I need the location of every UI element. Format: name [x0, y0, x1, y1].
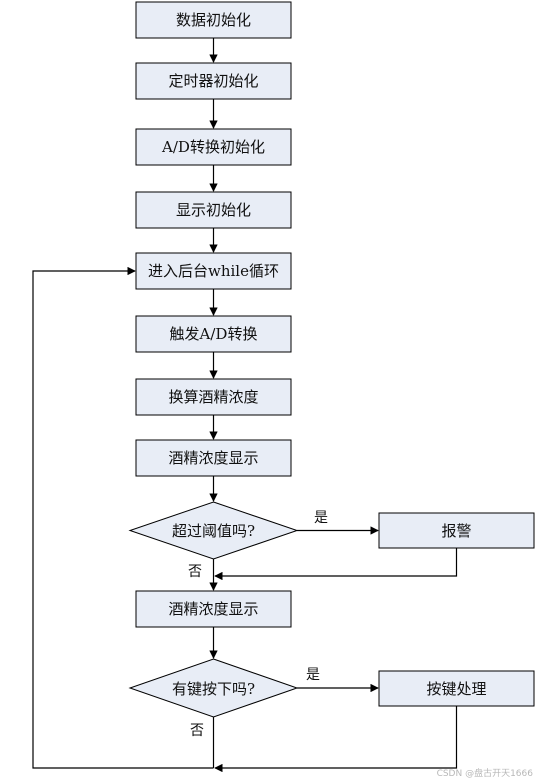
node-label: 换算酒精浓度 — [168, 388, 258, 406]
node-trigger-ad: 触发A/D转换 — [135, 315, 292, 353]
node-label: 报警 — [441, 522, 471, 540]
node-label: 超过阈值吗? — [172, 522, 255, 540]
node-label: A/D转换初始化 — [161, 138, 265, 156]
edge-label-key-yes: 是 — [306, 667, 320, 683]
node-convert: 换算酒精浓度 — [135, 378, 292, 416]
node-label: 按键处理 — [426, 680, 486, 698]
node-init-data: 数据初始化 — [135, 1, 292, 39]
node-init-display: 显示初始化 — [135, 191, 292, 229]
node-init-timer: 定时器初始化 — [135, 62, 292, 100]
node-show2: 酒精浓度显示 — [135, 590, 292, 628]
node-label: 数据初始化 — [176, 11, 251, 29]
edge-label-key-no: 否 — [190, 723, 204, 739]
node-label: 显示初始化 — [176, 201, 251, 219]
node-alarm: 报警 — [378, 512, 535, 549]
node-label: 酒精浓度显示 — [168, 600, 258, 618]
node-check-threshold: 超过阈值吗? — [128, 501, 299, 560]
node-label: 酒精浓度显示 — [168, 449, 258, 467]
edge-alarm-return — [214, 548, 458, 581]
edge-loop-back — [32, 266, 214, 769]
node-check-key: 有键按下吗? — [128, 658, 299, 718]
watermark: CSDN @盘古开天1666 — [437, 767, 534, 779]
edge-label-threshold-no: 否 — [188, 564, 202, 580]
edge-label-threshold-yes: 是 — [314, 510, 328, 526]
node-key-process: 按键处理 — [378, 670, 535, 707]
edge-key-process-return — [214, 706, 458, 773]
node-loop-enter: 进入后台while循环 — [135, 252, 292, 290]
node-init-ad: A/D转换初始化 — [135, 128, 292, 166]
node-label: 进入后台while循环 — [148, 262, 279, 280]
node-label: 定时器初始化 — [168, 72, 258, 90]
node-label: 触发A/D转换 — [170, 325, 258, 343]
node-show1: 酒精浓度显示 — [135, 439, 292, 477]
node-label: 有键按下吗? — [172, 680, 255, 698]
